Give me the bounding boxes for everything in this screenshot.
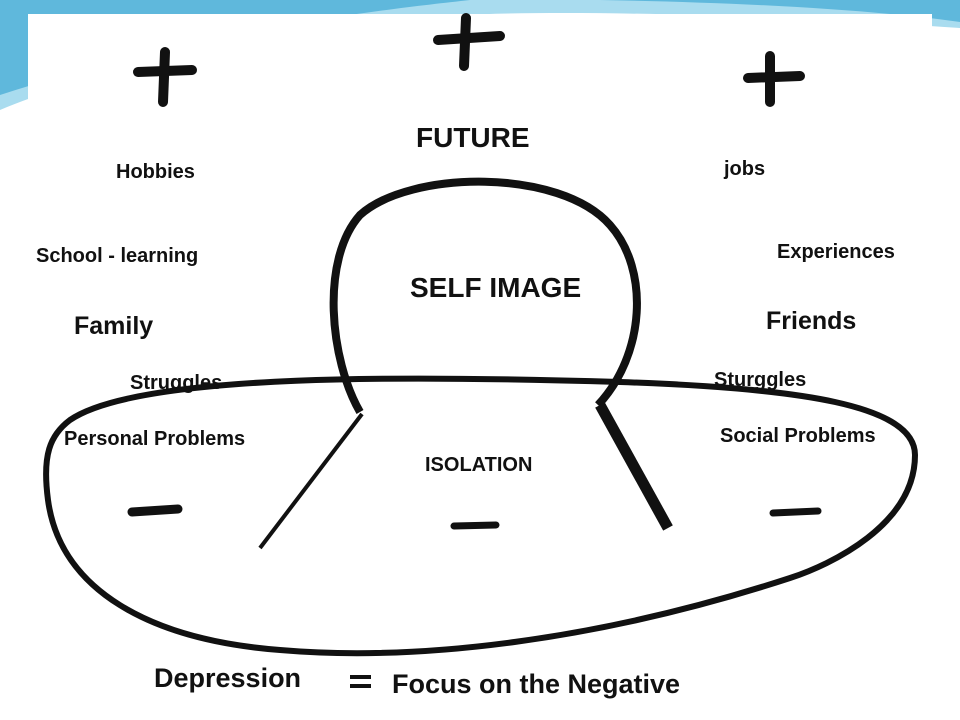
left-label-school: School - learning xyxy=(36,245,199,267)
plus-icon xyxy=(743,51,805,107)
left-label-personal-problems: Personal Problems xyxy=(64,428,246,450)
right-label-social-problems: Social Problems xyxy=(720,425,876,447)
caption-right: Focus on the Negative xyxy=(392,669,681,699)
right-leg xyxy=(595,402,673,531)
right-label-sturggles: Sturggles xyxy=(714,369,807,391)
minus-icon xyxy=(450,521,500,530)
self-image-label: SELF IMAGE xyxy=(410,272,582,303)
left-label-struggles: Struggles xyxy=(130,372,223,394)
isolation-label: ISOLATION xyxy=(425,454,533,476)
left-label-family: Family xyxy=(74,312,154,340)
caption-symbol: = xyxy=(346,663,374,694)
right-label-jobs: jobs xyxy=(724,158,766,180)
minus-icon xyxy=(127,504,183,517)
left-leg xyxy=(258,412,364,550)
negative-ellipse xyxy=(43,375,919,657)
left-label-hobbies: Hobbies xyxy=(116,161,195,183)
caption-left: Depression xyxy=(154,663,302,693)
minus-icon xyxy=(769,507,822,517)
future-label: FUTURE xyxy=(416,122,530,153)
right-label-experiences: Experiences xyxy=(777,241,895,263)
plus-icon xyxy=(433,13,505,71)
self-image-dome xyxy=(329,177,641,414)
paper-area xyxy=(28,14,932,720)
equals-sign xyxy=(350,675,371,688)
right-label-friends: Friends xyxy=(766,307,857,335)
plus-icon xyxy=(133,47,197,107)
